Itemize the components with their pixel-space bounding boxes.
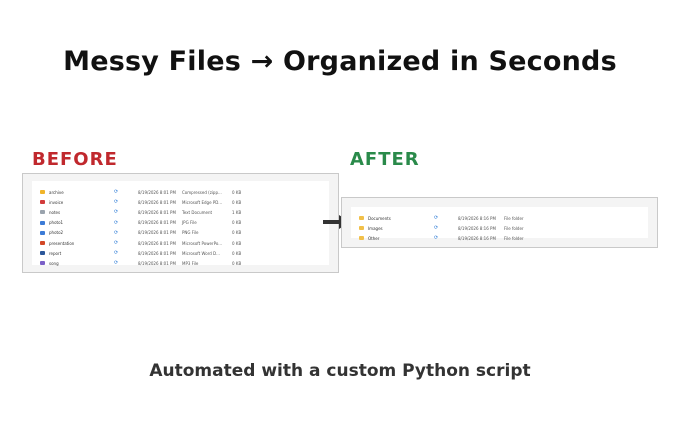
sync-icon: ⟳: [434, 215, 439, 221]
file-size: 0 KB: [232, 250, 242, 256]
audio-icon: [40, 261, 45, 266]
file-row[interactable]: photo2 ⟳ 8/19/2026 8:01 PM PNG File 0 KB: [40, 228, 321, 238]
ppt-icon: [40, 241, 45, 246]
file-date: 8/19/2026 8:01 PM: [138, 189, 176, 195]
file-row[interactable]: song ⟳ 8/19/2026 8:01 PM MP3 File 0 KB: [40, 258, 321, 268]
sync-icon: ⟳: [114, 219, 119, 226]
folder-icon: [359, 216, 364, 220]
file-row[interactable]: presentation ⟳ 8/19/2026 8:01 PM Microsoft …: [40, 238, 321, 248]
file-size: 0 KB: [232, 220, 242, 226]
before-file-list: archive ⟳ 8/19/2026 8:01 PM Compressed (zip…: [32, 181, 329, 268]
file-type: PNG File: [182, 230, 199, 236]
sync-icon: ⟳: [434, 235, 439, 241]
file-name: photo2: [49, 230, 64, 236]
folder-row[interactable]: Images ⟳ 8/19/2026 8:16 PM File folder: [359, 223, 640, 233]
folder-type: File folder: [504, 225, 524, 231]
file-date: 8/19/2026 8:01 PM: [138, 230, 176, 236]
folder-name: Documents: [368, 215, 391, 221]
file-type: Text Document: [182, 209, 213, 215]
file-name: photo1: [49, 220, 64, 226]
file-size: 0 KB: [232, 230, 242, 236]
file-size: 0 KB: [232, 199, 242, 205]
sync-icon: ⟳: [114, 199, 119, 206]
file-date: 8/19/2026 8:01 PM: [138, 209, 176, 215]
file-name: notes: [49, 209, 61, 215]
file-row[interactable]: archive ⟳ 8/19/2026 8:01 PM Compressed (zip…: [40, 187, 321, 197]
file-date: 8/19/2026 8:01 PM: [138, 250, 176, 256]
file-row[interactable]: invoice ⟳ 8/19/2026 8:01 PM Microsoft Edge …: [40, 197, 321, 207]
image-icon: [40, 220, 45, 225]
folder-type: File folder: [504, 215, 524, 221]
file-size: 0 KB: [232, 240, 242, 246]
folder-date: 8/19/2026 8:16 PM: [458, 215, 496, 221]
file-size: 0 KB: [232, 189, 242, 195]
sync-icon: ⟳: [114, 250, 119, 257]
word-icon: [40, 251, 45, 256]
file-name: invoice: [49, 199, 64, 205]
folder-icon: [359, 226, 364, 230]
subtitle: Automated with a custom Python script: [149, 361, 531, 381]
folder-row[interactable]: Documents ⟳ 8/19/2026 8:16 PM File folder: [359, 213, 640, 223]
file-row[interactable]: photo1 ⟳ 8/19/2026 8:01 PM JPG File 0 KB: [40, 218, 321, 228]
zip-icon: [40, 190, 45, 195]
sync-icon: ⟳: [114, 240, 119, 247]
folder-date: 8/19/2026 8:16 PM: [458, 225, 496, 231]
file-type: Microsoft PowerPo...: [182, 240, 223, 246]
file-date: 8/19/2026 8:01 PM: [138, 240, 176, 246]
file-row[interactable]: report ⟳ 8/19/2026 8:01 PM Microsoft Word D…: [40, 248, 321, 258]
folder-name: Images: [368, 225, 383, 231]
file-name: report: [49, 250, 62, 256]
file-type: Microsoft Word D...: [182, 250, 220, 256]
file-name: song: [49, 260, 59, 266]
file-row[interactable]: notes ⟳ 8/19/2026 8:01 PM Text Document 1 KB: [40, 207, 321, 217]
image-icon: [40, 230, 45, 235]
file-type: Compressed (zipp...: [182, 189, 222, 195]
file-date: 8/19/2026 8:01 PM: [138, 220, 176, 226]
file-name: archive: [49, 189, 64, 195]
before-explorer-window: archive ⟳ 8/19/2026 8:01 PM Compressed (zip…: [22, 173, 339, 273]
text-icon: [40, 210, 45, 215]
folder-row[interactable]: Other ⟳ 8/19/2026 8:16 PM File folder: [359, 233, 640, 243]
sync-icon: ⟳: [114, 209, 119, 216]
folder-icon: [359, 236, 364, 240]
sync-icon: ⟳: [114, 189, 119, 196]
file-type: MP3 File: [182, 260, 199, 266]
file-date: 8/19/2026 8:01 PM: [138, 260, 176, 266]
file-size: 0 KB: [232, 260, 242, 266]
file-date: 8/19/2026 8:01 PM: [138, 199, 176, 205]
file-name: presentation: [49, 240, 75, 246]
folder-type: File folder: [504, 235, 524, 241]
folder-name: Other: [368, 235, 380, 241]
folder-date: 8/19/2026 8:16 PM: [458, 235, 496, 241]
sync-icon: ⟳: [114, 229, 119, 236]
sync-icon: ⟳: [434, 225, 439, 231]
page-title: Messy Files → Organized in Seconds: [63, 46, 617, 77]
file-type: JPG File: [182, 220, 197, 226]
file-size: 1 KB: [232, 209, 242, 215]
after-label: AFTER: [350, 149, 420, 170]
sync-icon: ⟳: [114, 260, 119, 267]
pdf-icon: [40, 200, 45, 205]
before-label: BEFORE: [32, 149, 118, 170]
file-type: Microsoft Edge PD...: [182, 199, 223, 205]
